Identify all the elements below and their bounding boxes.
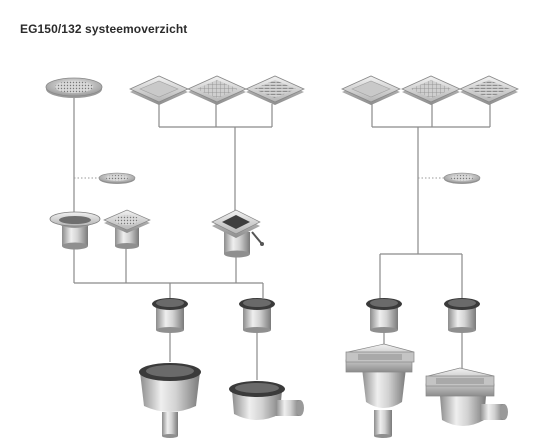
page-title: EG150/132 systeemoverzicht [20, 22, 188, 36]
sleeve-right-a-icon [366, 298, 402, 333]
sleeve-middle-icon [239, 298, 275, 333]
drain-vertical-square-icon [345, 343, 415, 438]
square-grate-slotted-icon [245, 75, 305, 105]
square-grate-mesh-icon [187, 75, 247, 105]
square-grate-mesh-right-icon [401, 75, 461, 105]
sleeve-left-icon [152, 298, 188, 333]
square-top-section-valve-icon [211, 209, 264, 258]
small-round-grate-right-icon [443, 172, 481, 184]
square-top-section-grated-icon [103, 209, 151, 249]
drain-horizontal-square-icon [425, 367, 508, 426]
drain-horizontal-round-icon [229, 381, 304, 420]
small-round-grate-icon [98, 172, 136, 184]
square-grate-slotted-right-icon [459, 75, 519, 105]
round-grate-icon [45, 77, 103, 98]
square-grate-plain-icon [129, 75, 189, 105]
round-top-section-icon [49, 211, 101, 250]
sleeve-right-b-icon [444, 298, 480, 333]
drain-vertical-round-icon [139, 363, 201, 438]
square-grate-plain-right-icon [341, 75, 401, 105]
